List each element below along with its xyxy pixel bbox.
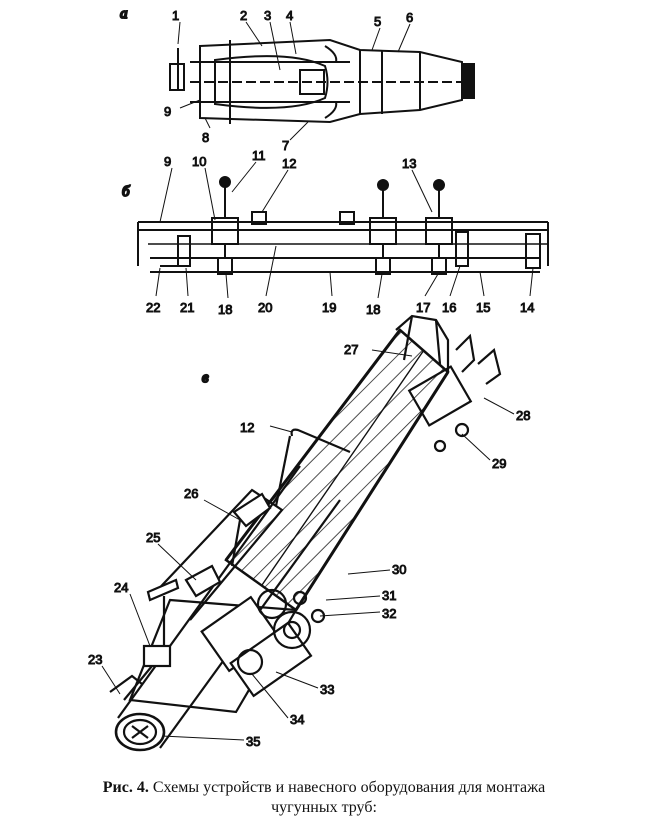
panel-c-drawing: в <box>109 314 502 752</box>
label-c-12: 12 <box>240 420 254 435</box>
label-a-8: 8 <box>202 130 209 145</box>
caption-lead: Рис. 4. <box>102 779 149 796</box>
label-a-7: 7 <box>282 138 289 153</box>
label-a-1: 1 <box>172 8 179 23</box>
label-c-25: 25 <box>146 530 160 545</box>
panel-b-labels: 9 10 11 12 13 14 15 16 17 18 19 18 20 21… <box>146 148 535 318</box>
label-b-17: 17 <box>416 300 430 315</box>
panel-a-drawing: а <box>119 5 475 124</box>
figure-drawing: а 1 2 3 4 5 6 7 8 9 <box>88 5 549 752</box>
label-a-4: 4 <box>286 8 293 23</box>
panel-a-letter: а <box>120 6 128 22</box>
label-c-30: 30 <box>392 562 406 577</box>
label-b-9: 9 <box>164 154 171 169</box>
panel-a-labels: 1 2 3 4 5 6 7 8 9 <box>164 8 414 154</box>
label-c-24: 24 <box>114 580 128 595</box>
panel-c-labels: 12 23 24 25 26 27 28 29 30 31 32 33 34 3… <box>88 342 531 750</box>
label-a-9: 9 <box>164 104 171 119</box>
label-b-22: 22 <box>146 300 160 315</box>
figure-caption: Рис. 4. Схемы устройств и навесного обор… <box>0 778 648 818</box>
caption-line1: Схемы устройств и навесного оборудования… <box>152 779 546 796</box>
label-c-32: 32 <box>382 606 396 621</box>
label-a-3: 3 <box>264 8 271 23</box>
label-a-6: 6 <box>406 10 413 25</box>
label-b-20: 20 <box>258 300 272 315</box>
label-b-19: 19 <box>322 300 336 315</box>
label-c-29: 29 <box>492 456 506 471</box>
panel-b-letter: б <box>122 184 130 200</box>
label-b-18-right: 18 <box>366 302 380 317</box>
label-b-12: 12 <box>282 156 296 171</box>
caption-line2: чугунных труб: <box>271 799 377 816</box>
label-c-33: 33 <box>320 682 334 697</box>
label-c-34: 34 <box>290 712 304 727</box>
label-c-31: 31 <box>382 588 396 603</box>
label-b-15: 15 <box>476 300 490 315</box>
label-b-16: 16 <box>442 300 456 315</box>
label-c-28: 28 <box>516 408 530 423</box>
label-b-14: 14 <box>520 300 534 315</box>
label-c-26: 26 <box>184 486 198 501</box>
label-b-10: 10 <box>192 154 206 169</box>
panel-c-letter: в <box>202 370 209 386</box>
panel-b-drawing: б <box>121 176 549 275</box>
label-c-27: 27 <box>344 342 358 357</box>
label-b-11: 11 <box>252 148 266 163</box>
label-a-5: 5 <box>374 14 381 29</box>
label-b-21: 21 <box>180 300 194 315</box>
label-a-2: 2 <box>240 8 247 23</box>
label-b-18-left: 18 <box>218 302 232 317</box>
label-c-35: 35 <box>246 734 260 749</box>
label-b-13: 13 <box>402 156 416 171</box>
label-c-23: 23 <box>88 652 102 667</box>
